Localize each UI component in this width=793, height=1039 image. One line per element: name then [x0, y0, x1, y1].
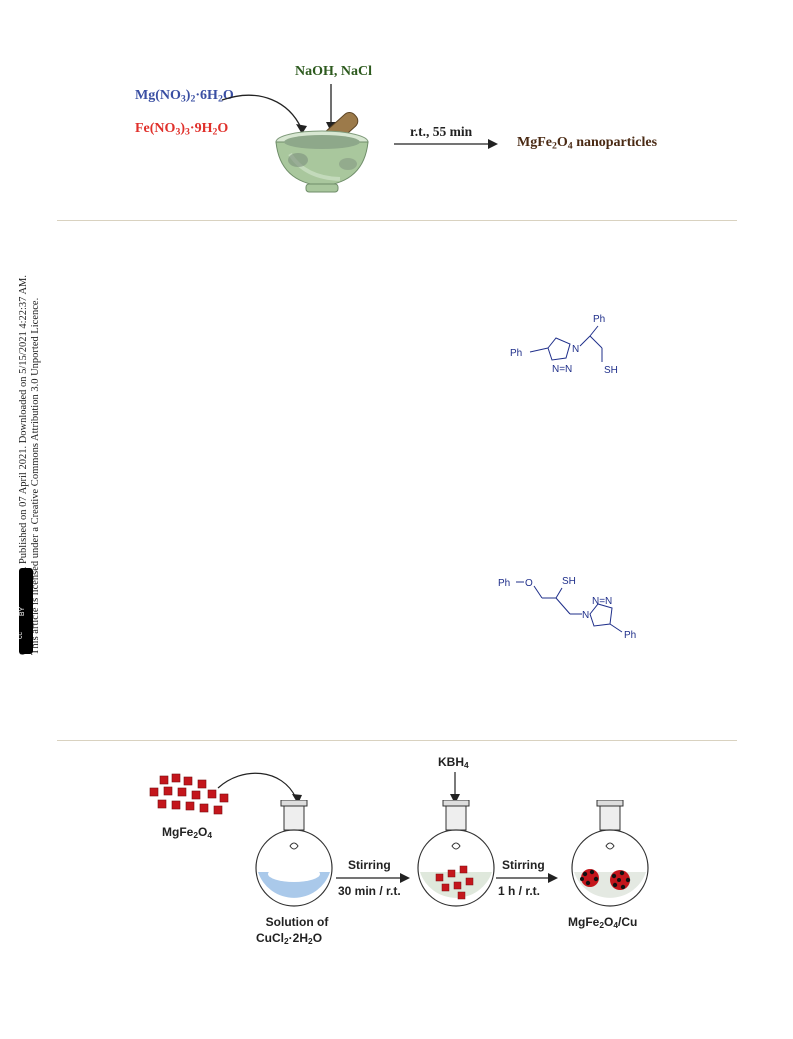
mgfe2o4-cubes-graphic: [149, 773, 229, 815]
step1-top-label: Stirring: [348, 858, 391, 872]
mol2-o: O: [525, 578, 533, 589]
mol2-ph: Ph: [624, 630, 636, 641]
mol1-n1: N: [572, 344, 579, 355]
flask-solution: [255, 800, 333, 907]
solution-label-line1: Solution of: [265, 915, 329, 929]
solution-label-line2: CuCl2·2H2O: [256, 931, 323, 947]
flask-with-nanoparticles: [417, 800, 495, 907]
product-cu-label: MgFe2O4/Cu: [568, 915, 638, 931]
divider-bottom: [57, 740, 737, 741]
product-label: MgFe2O4 nanoparticles: [517, 135, 658, 152]
mol2-n1: N: [582, 610, 589, 621]
kbh4-arrow: [450, 772, 460, 804]
step2-bottom-label: 1 h / r.t.: [498, 884, 541, 898]
step2-top-label: Stirring: [502, 858, 545, 872]
cc-by-badge[interactable]: cc BY: [17, 568, 33, 654]
mg-nitrate-label: Mg(NO3)2·6H2O: [135, 88, 234, 105]
mol1-ph-left: Ph: [510, 348, 522, 359]
step1-bottom-label: 30 min / r.t.: [338, 884, 401, 898]
flask-cu-product: [571, 800, 649, 907]
mol1-sh: SH: [604, 365, 618, 376]
reaction-arrow: [394, 139, 498, 149]
cc-badge-text: cc: [17, 632, 24, 639]
conditions-label: r.t., 55 min: [410, 124, 473, 139]
triazole-thiol-structure-2: Ph O SH N N=N Ph: [498, 576, 636, 641]
mol1-ph-top: Ph: [593, 314, 605, 325]
addition-arrow: [217, 772, 302, 804]
mol1-n-bottom: N=N: [552, 364, 572, 375]
mortar-pestle-graphic: [221, 84, 369, 193]
mgfe2o4-label: MgFe2O4: [162, 825, 213, 841]
step2-arrow: [496, 873, 558, 883]
fe-nitrate-label: Fe(NO3)3·9H2O: [135, 121, 229, 138]
step1-arrow: [336, 873, 410, 883]
kbh4-label: KBH4: [438, 755, 469, 771]
mol2-n-top: N=N: [592, 596, 612, 607]
triazole-thiol-structure-1: Ph Ph N N=N SH: [510, 314, 618, 376]
naoh-nacl-label: NaOH, NaCl: [295, 64, 372, 79]
by-badge-text: BY: [19, 606, 27, 617]
divider-top: [57, 220, 737, 221]
mol2-ph-o: Ph: [498, 578, 510, 589]
mol2-sh: SH: [562, 576, 576, 587]
